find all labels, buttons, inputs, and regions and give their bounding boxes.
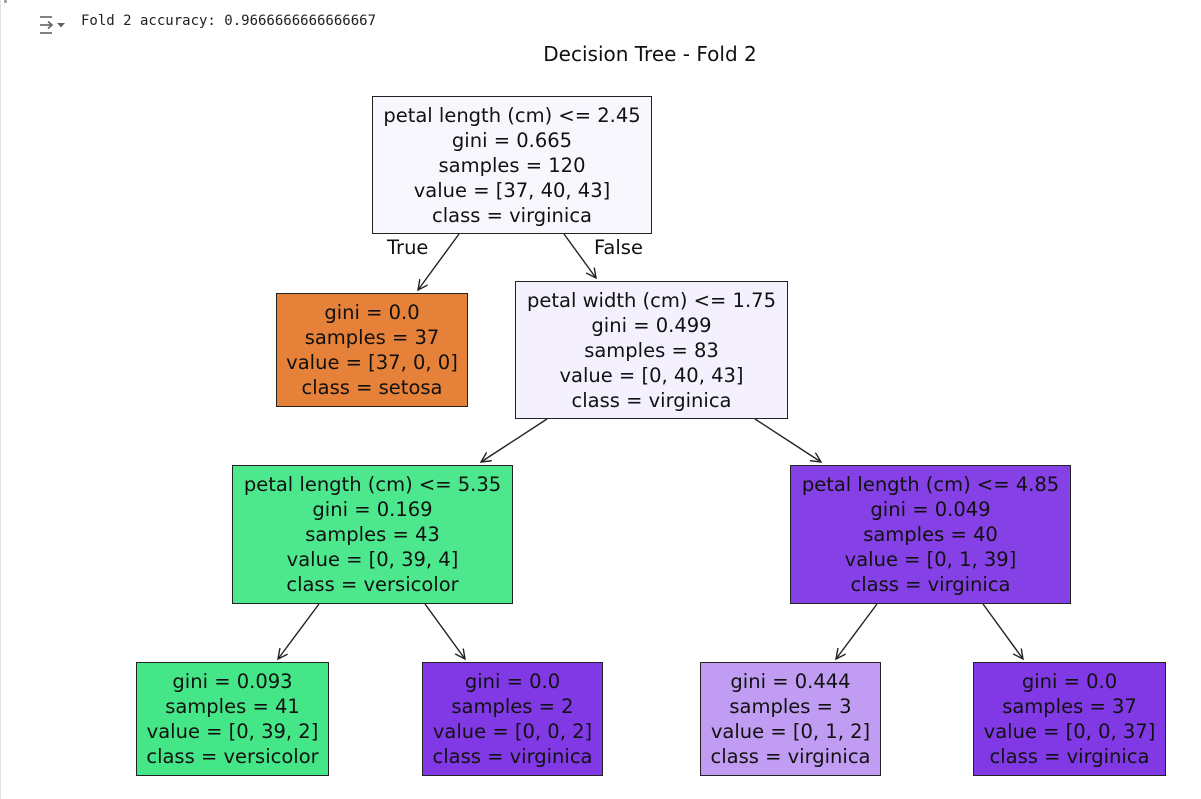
edge-right-leaf4 [982, 603, 1023, 659]
edge-petal-width-right [754, 418, 821, 462]
plot-title: Decision Tree - Fold 2 [543, 42, 757, 66]
edge-right-leaf3 [836, 603, 878, 659]
edge-left-leaf2 [424, 603, 465, 659]
edge-root-setosa [418, 233, 460, 290]
edge-petal-width-left [481, 418, 548, 462]
output-collapse-icon[interactable] [38, 14, 66, 36]
cell-output-text: Fold 2 accuracy: 0.9666666666666667 [81, 13, 377, 29]
cell-left-border [0, 0, 1, 799]
edge-left-leaf1 [278, 603, 320, 659]
cell-corner-marker [4, 0, 7, 3]
edge-root-petal-width [563, 233, 596, 278]
edge-label-false: False [594, 236, 643, 259]
edge-label-true: True [387, 236, 429, 259]
